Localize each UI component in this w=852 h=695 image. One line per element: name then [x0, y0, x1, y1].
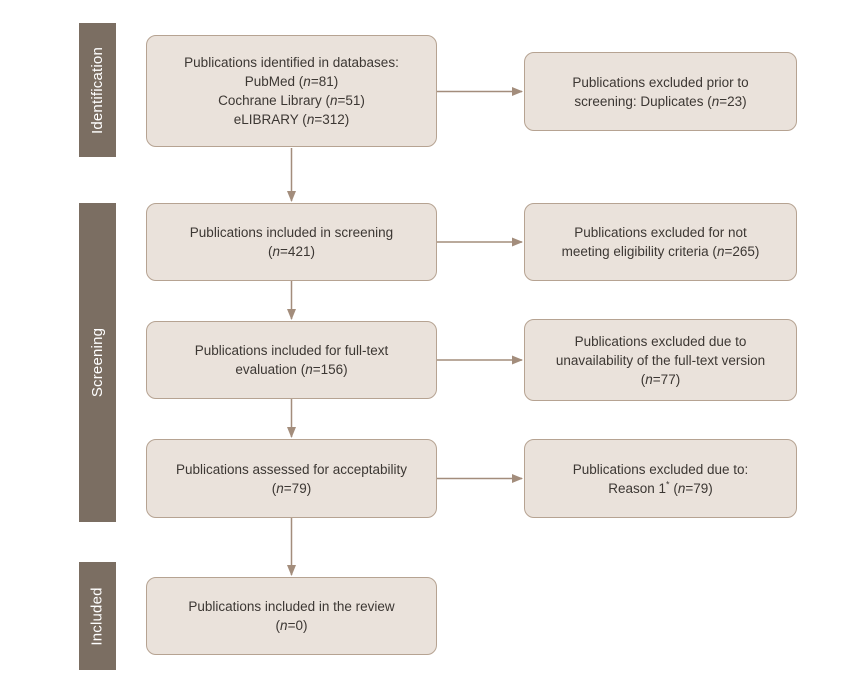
- box-excluded-eligibility: Publications excluded for not meeting el…: [524, 203, 797, 281]
- stage-label: Included: [89, 586, 106, 646]
- box-text-line: screening: Duplicates (n=23): [574, 93, 747, 109]
- box-text-line: meeting eligibility criteria (n=265): [561, 244, 760, 259]
- box-text-line: unavailability of the full-text version: [555, 352, 766, 368]
- stage-bar-screening: Screening: [79, 203, 116, 522]
- box-identified-databases: Publications identified in databases: Pu…: [146, 35, 437, 147]
- box-text-line: Publications assessed for acceptability: [175, 461, 408, 477]
- box-text-line: evaluation (n=156): [235, 362, 348, 377]
- stage-bar-identification: Identification: [79, 23, 116, 157]
- stage-bar-included: Included: [79, 562, 116, 670]
- box-text-line: Publications excluded due to:: [572, 461, 749, 477]
- box-text-line: Publications identified in databases:: [184, 55, 399, 70]
- box-excluded-duplicates: Publications excluded prior to screening…: [524, 52, 797, 131]
- box-assessed-acceptability: Publications assessed for acceptability …: [146, 439, 437, 518]
- box-text-line: Publications excluded for not: [574, 225, 747, 240]
- box-excluded-fulltext-unavailable: Publications excluded due to unavailabil…: [524, 319, 797, 401]
- box-text-line: Publications included in screening: [189, 225, 394, 240]
- box-text-line: PubMed (n=81): [244, 74, 339, 89]
- box-text-line: Cochrane Library (n=51): [218, 93, 365, 108]
- stage-label: Identification: [89, 46, 106, 134]
- box-text-line: Reason 1* (n=79): [608, 479, 713, 496]
- box-text-line: (n=79): [271, 480, 312, 496]
- box-text-line: Publications excluded due to: [574, 333, 747, 349]
- box-text-line: (n=77): [640, 371, 681, 387]
- stage-label: Screening: [89, 327, 107, 398]
- box-fulltext-evaluation: Publications included for full-text eval…: [146, 321, 437, 399]
- box-text-line: (n=421): [268, 244, 315, 259]
- box-included-screening: Publications included in screening (n=42…: [146, 203, 437, 281]
- box-text-line: Publications included in the review: [188, 599, 395, 614]
- box-text-line: Publications included for full-text: [194, 343, 389, 358]
- box-text-line: Publications excluded prior to: [572, 74, 749, 90]
- box-excluded-reason1: Publications excluded due to: Reason 1* …: [524, 439, 797, 518]
- box-text-line: (n=0): [275, 618, 308, 633]
- box-text-line: eLIBRARY (n=312): [233, 112, 350, 127]
- box-included-review: Publications included in the review (n=0…: [146, 577, 437, 655]
